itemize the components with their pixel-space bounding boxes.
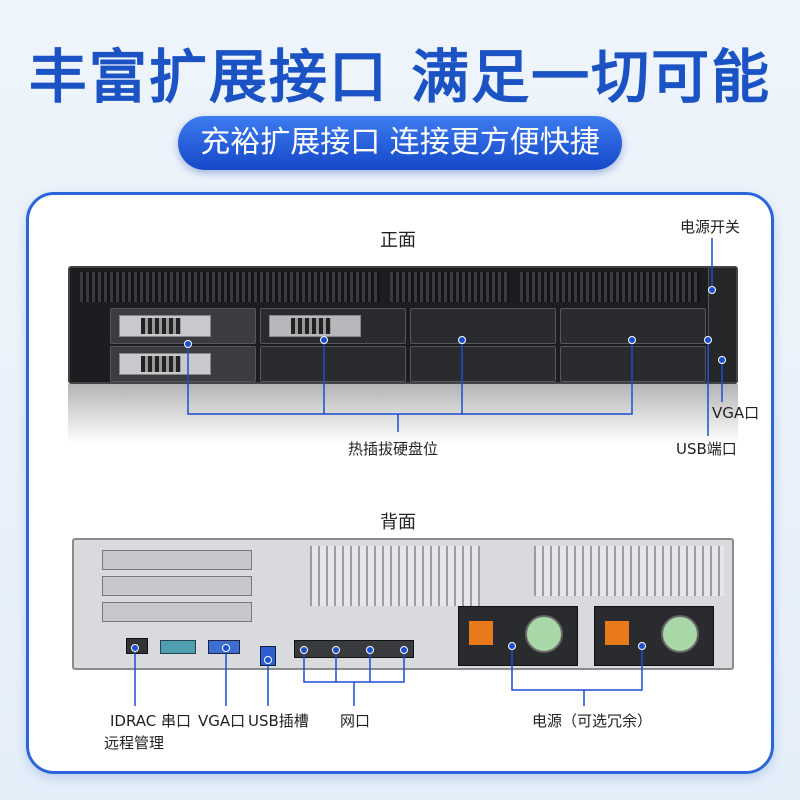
psu-1 [458, 606, 578, 666]
front-vent [80, 272, 380, 302]
drive-bay [410, 346, 556, 382]
power-label: 电源（可选冗余） [532, 712, 653, 730]
drive-bay [410, 308, 556, 344]
headline: 丰富扩展接口 满足一切可能 [28, 43, 772, 111]
psu-fan [525, 615, 563, 653]
vga-front-label: VGA口 [712, 404, 760, 422]
power-switch-label: 电源开关 [680, 218, 741, 236]
usb-slot-label: USB插槽 [248, 712, 309, 730]
vga-back-label: VGA口 [198, 712, 246, 730]
usb-front-label: USB端口 [676, 440, 737, 458]
psu-socket [469, 621, 493, 645]
network-ports [294, 640, 414, 658]
front-title: 正面 [380, 230, 416, 251]
front-vent [520, 272, 700, 302]
serial-port [160, 640, 196, 654]
idrac-label-line2: 远程管理 [104, 734, 165, 752]
psu-2 [594, 606, 714, 666]
pcie-slot [102, 576, 252, 596]
drive-bay [560, 346, 706, 382]
drive-bay [260, 308, 406, 344]
rear-vent [534, 546, 724, 596]
pcie-slot [102, 602, 252, 622]
idrac-label-line1: IDRAC 串口 [110, 712, 192, 730]
back-title: 背面 [380, 512, 416, 533]
network-label: 网口 [340, 712, 371, 730]
drive-bay-label: 热插拔硬盘位 [348, 440, 439, 458]
front-vent [390, 272, 510, 302]
server-front-panel [68, 266, 738, 384]
drive-bay [110, 308, 256, 344]
psu-socket [605, 621, 629, 645]
subtitle-pill: 充裕扩展接口 连接更方便快捷 [178, 116, 622, 170]
pcie-slot [102, 550, 252, 570]
psu-fan [661, 615, 699, 653]
drive-bay [260, 346, 406, 382]
rear-vent [310, 546, 480, 606]
